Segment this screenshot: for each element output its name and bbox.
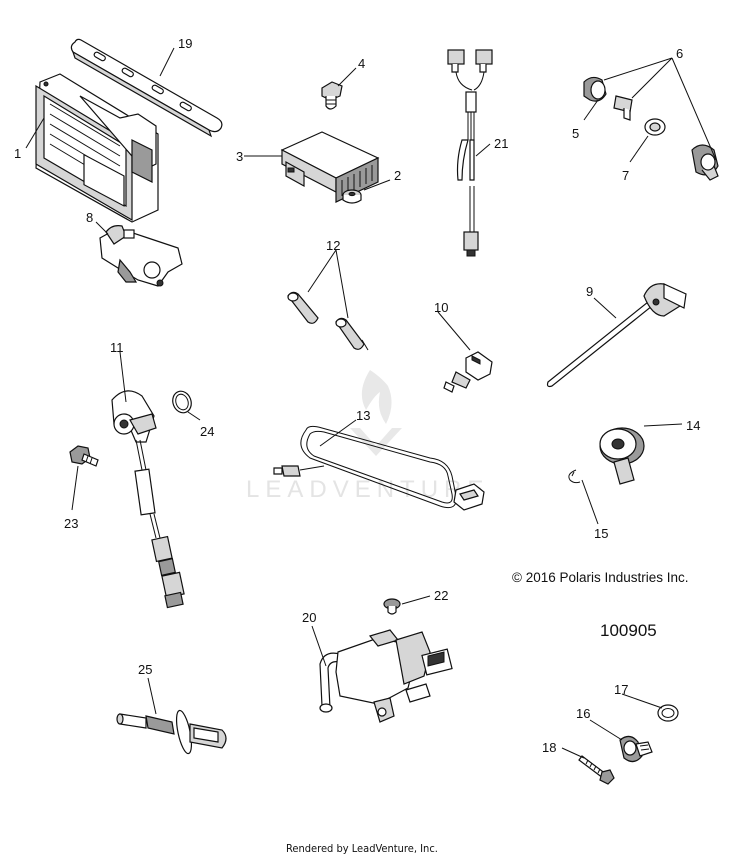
part-5-sensor-cap[interactable] xyxy=(583,76,607,102)
callout-13[interactable]: 13 xyxy=(356,408,370,423)
copyright-text: © 2016 Polaris Industries Inc. xyxy=(512,570,689,585)
part-22-screw[interactable] xyxy=(383,598,401,615)
part-8-map-sensor[interactable] xyxy=(99,225,183,287)
callout-4[interactable]: 4 xyxy=(358,56,365,71)
watermark: LEADVENTURE xyxy=(246,370,489,503)
part-18-bolt[interactable] xyxy=(578,755,615,785)
part-25-connector-sensor[interactable] xyxy=(116,709,227,755)
callout-5[interactable]: 5 xyxy=(572,126,579,141)
part-9-probe-sensor[interactable] xyxy=(546,283,687,388)
callout-25[interactable]: 25 xyxy=(138,662,152,677)
part-24-o-ring[interactable] xyxy=(170,389,194,416)
part-3-relay-module[interactable] xyxy=(280,131,380,203)
watermark-text: LEADVENTURE xyxy=(246,476,489,503)
part-1-ecu-module[interactable] xyxy=(35,73,159,223)
callout-21[interactable]: 21 xyxy=(494,136,508,151)
watermark-logo-icon xyxy=(350,370,402,456)
callout-6[interactable]: 6 xyxy=(676,46,683,61)
callout-17[interactable]: 17 xyxy=(614,682,628,697)
part-15-clip[interactable] xyxy=(568,469,581,484)
callout-9[interactable]: 9 xyxy=(586,284,593,299)
callout-24[interactable]: 24 xyxy=(200,424,214,439)
callout-1[interactable]: 1 xyxy=(14,146,21,161)
part-10-temp-sensor[interactable] xyxy=(443,351,493,393)
part-6-sensor-clip[interactable] xyxy=(613,95,633,121)
part-21-wire-harness[interactable] xyxy=(447,49,493,257)
callout-12[interactable]: 12 xyxy=(326,238,340,253)
callout-20[interactable]: 20 xyxy=(302,610,316,625)
part-12-pins[interactable] xyxy=(287,291,369,351)
part-16-elbow-fitting[interactable] xyxy=(619,735,653,763)
part-23-bolt[interactable] xyxy=(69,445,99,467)
part-14-knock-sensor[interactable] xyxy=(599,427,645,485)
part-2-grommet[interactable] xyxy=(342,189,362,204)
callout-7[interactable]: 7 xyxy=(622,168,629,183)
callout-22[interactable]: 22 xyxy=(434,588,448,603)
callout-14[interactable]: 14 xyxy=(686,418,700,433)
part-7-o-ring[interactable] xyxy=(644,118,666,136)
figure-number: 100905 xyxy=(600,621,657,640)
callout-8[interactable]: 8 xyxy=(86,210,93,225)
part-11-sensor-harness[interactable] xyxy=(111,390,185,609)
callout-23[interactable]: 23 xyxy=(64,516,78,531)
callout-19[interactable]: 19 xyxy=(178,36,192,51)
rendered-by-footer: Rendered by LeadVenture, Inc. xyxy=(286,842,438,855)
callout-15[interactable]: 15 xyxy=(594,526,608,541)
callout-numbers: 1 2 3 4 5 6 7 8 9 10 11 12 13 14 15 16 1… xyxy=(14,36,700,755)
part-17-o-ring[interactable] xyxy=(657,704,679,722)
callout-11[interactable]: 11 xyxy=(110,340,124,355)
part-19-bracket[interactable] xyxy=(70,38,223,138)
callout-18[interactable]: 18 xyxy=(542,740,556,755)
leader-lines xyxy=(25,47,717,759)
part-13-wire-loop[interactable] xyxy=(273,425,485,511)
part-6-sensor-body[interactable] xyxy=(691,144,719,181)
callout-16[interactable]: 16 xyxy=(576,706,590,721)
part-4-screw[interactable] xyxy=(321,81,343,110)
callout-3[interactable]: 3 xyxy=(236,149,243,164)
callout-10[interactable]: 10 xyxy=(434,300,448,315)
part-20-valve-assembly[interactable] xyxy=(319,629,453,723)
callout-2[interactable]: 2 xyxy=(394,168,401,183)
